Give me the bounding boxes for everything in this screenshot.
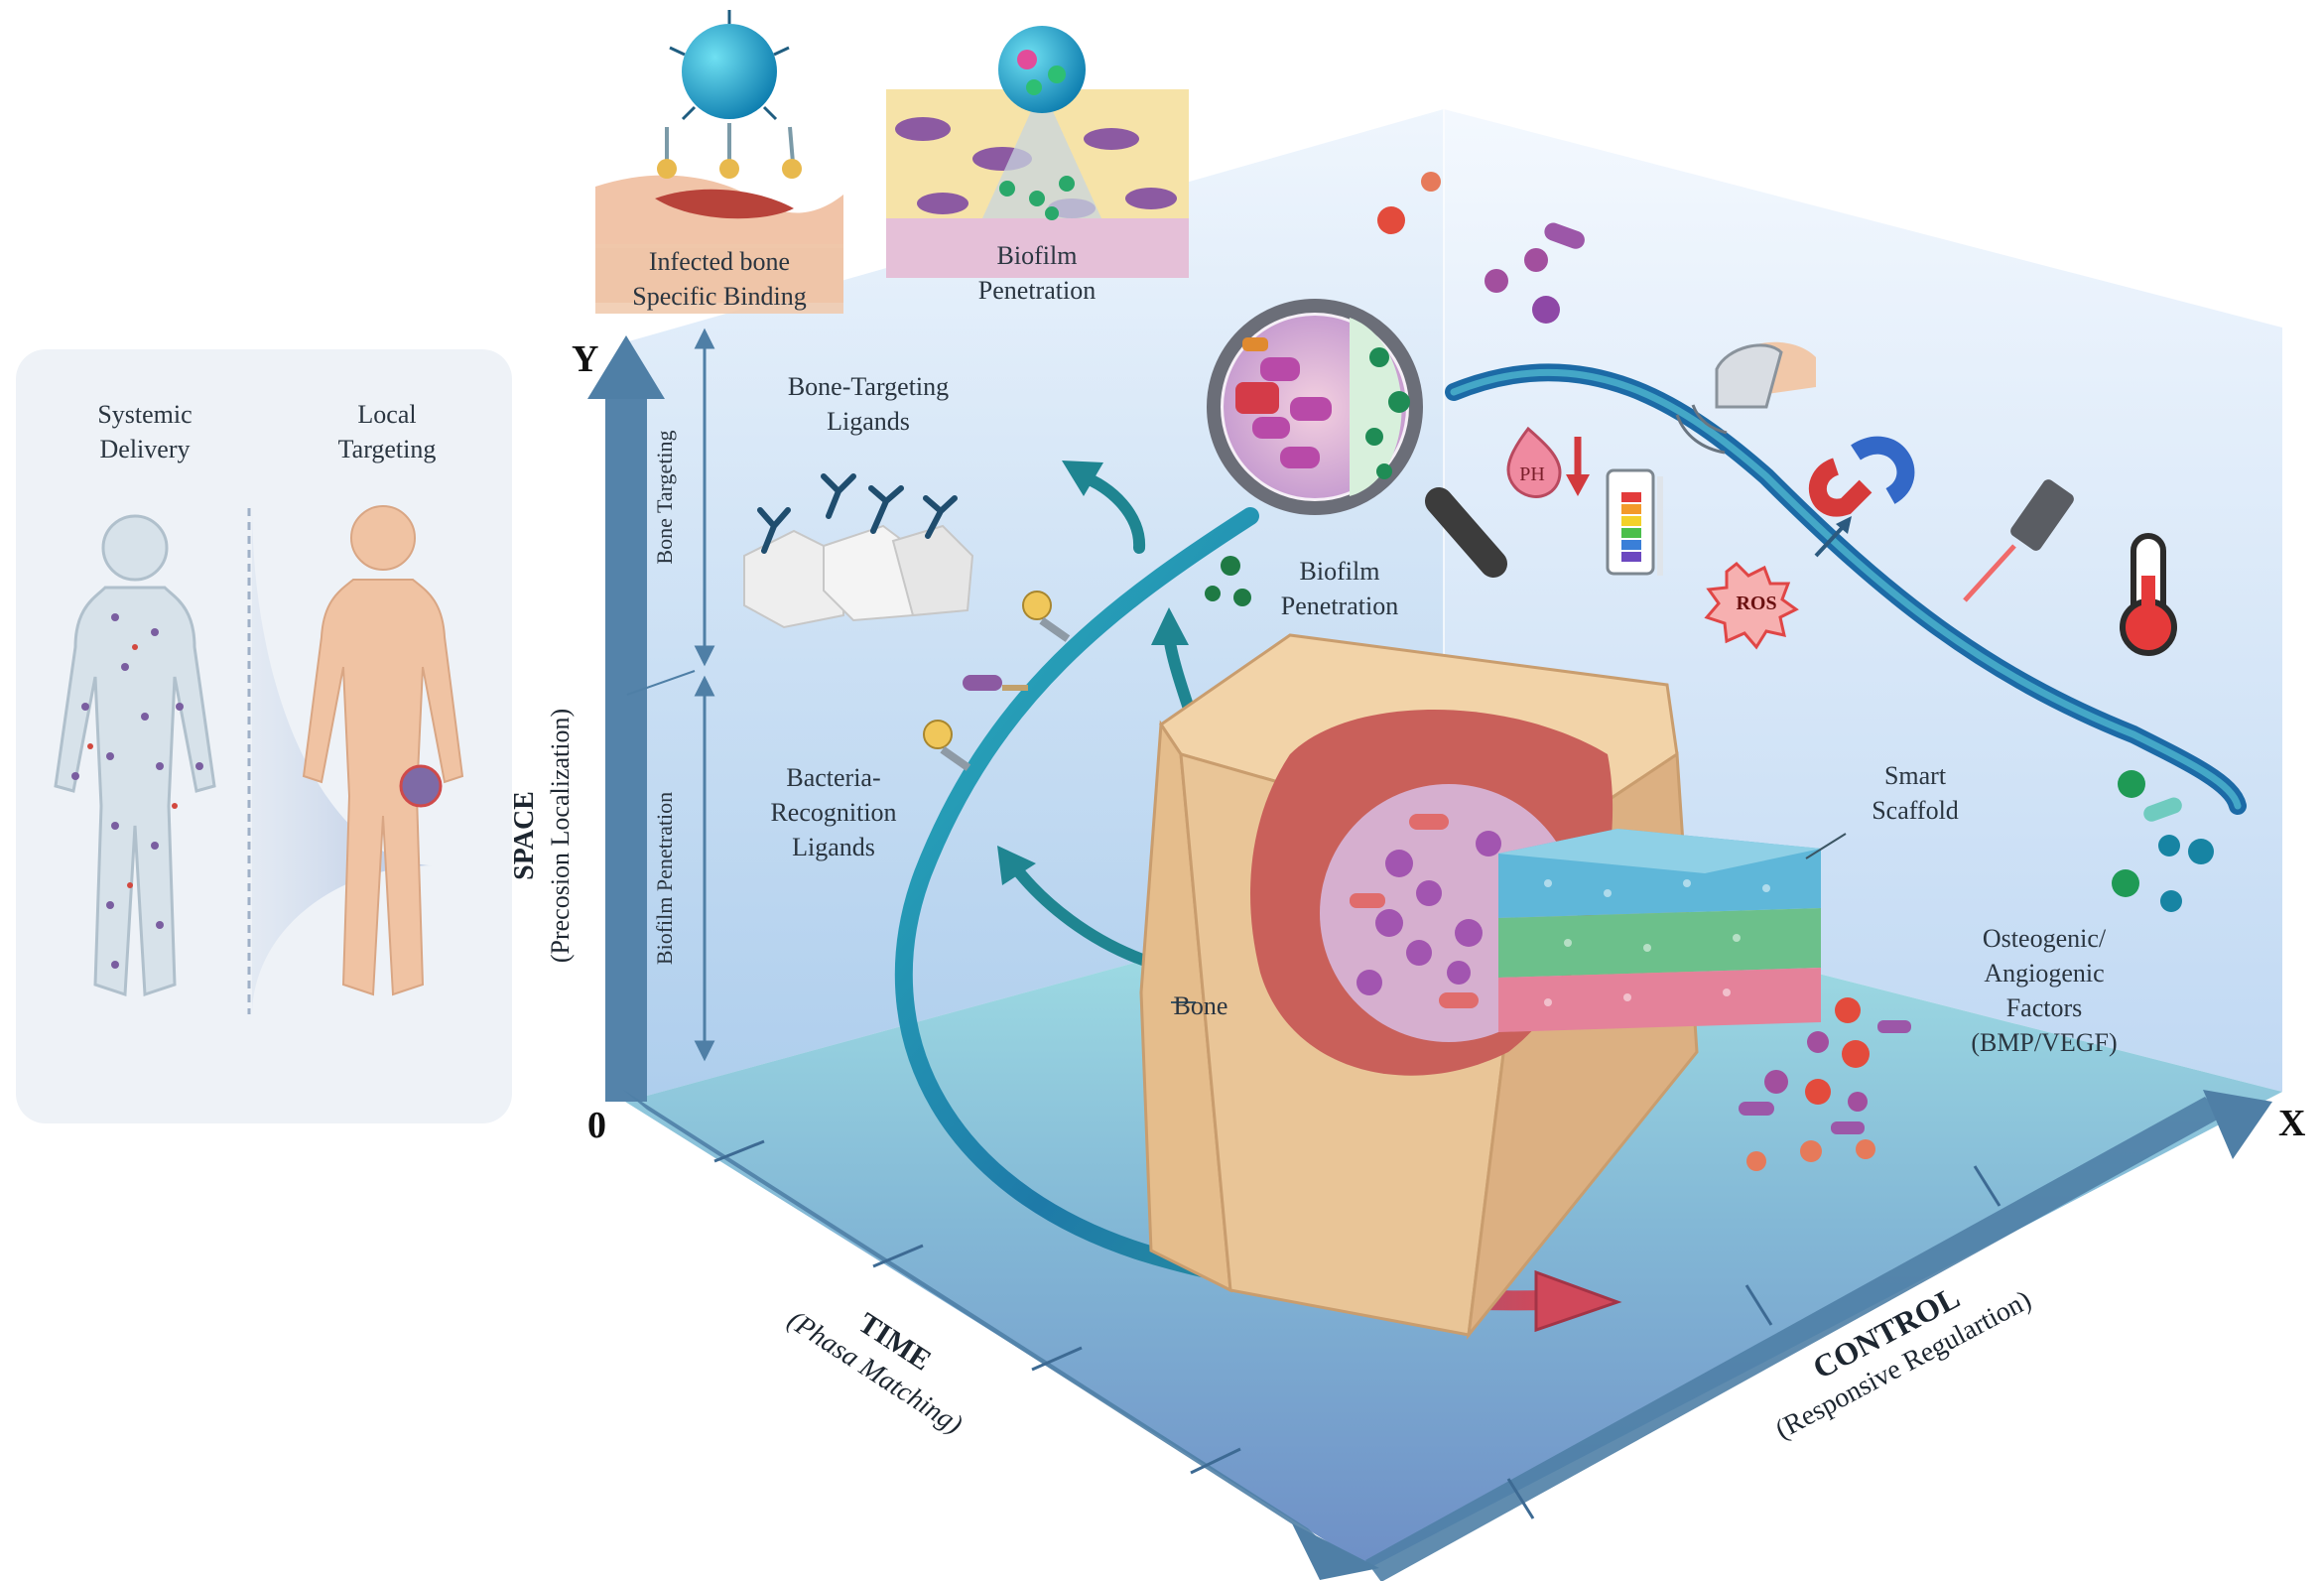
bacteria-recognition-ligands-label: Bacteria- Recognition Ligands (770, 763, 897, 861)
laser-pen-icon (1963, 479, 2074, 602)
control-axis-ticks (1506, 1165, 2001, 1519)
binding-caption: Infected bone Specific Binding (595, 244, 843, 314)
ultrasound-probe-icon (1675, 341, 1816, 455)
smart-scaffold (1498, 829, 1847, 1032)
y-axis-bar (605, 392, 647, 1102)
penetration-caption: Biofilm Penetration (977, 241, 1097, 305)
time-axis-ticks (713, 1139, 1241, 1475)
ph-label: PH (1519, 463, 1545, 485)
origin-label: 0 (587, 1105, 606, 1146)
magnifier-icon (1207, 299, 1507, 578)
systemic-delivery-title: Systemic Delivery (97, 400, 193, 463)
biofilm-dots (1205, 556, 1251, 606)
human-silhouette-icon (54, 514, 216, 997)
bone-cube (1139, 633, 1699, 1341)
bone-targeting-axis-label: Bone Targeting (652, 430, 677, 565)
biofilm-penetration-axis-label: Biofilm Penetration (652, 791, 677, 966)
local-target-figure (302, 505, 464, 996)
local-targeting-title: Local Targeting (337, 400, 437, 463)
growth-factor-sphere-icon (2112, 770, 2214, 912)
x-axis-letter: X (2278, 1103, 2306, 1144)
thermometer-icon (2120, 533, 2177, 656)
bone-label: Bone (1173, 991, 1228, 1020)
magnet-icon (1809, 436, 1915, 558)
osteogenic-factors-label: Osteogenic/ Angiogenic Factors (BMP/VEGF… (1971, 924, 2118, 1057)
bone-targeting-ligands-label: Bone-Targeting Ligands (787, 372, 950, 436)
time-axis-bar (623, 1090, 1330, 1548)
ligand-key-icon (923, 591, 1071, 771)
nanoparticle-icon (682, 24, 777, 119)
time-axis-arrow (1292, 1523, 1379, 1580)
release-arrowheads (997, 461, 1189, 885)
ph-strip-icon (1606, 468, 1663, 576)
floor-bacteria-cluster (1739, 997, 1911, 1171)
ros-burst-icon (1704, 561, 1799, 650)
y-axis-letter: Y (572, 338, 599, 380)
bacteria-icon (1377, 172, 1585, 324)
control-axis-bar (1365, 1097, 2223, 1581)
ph-drop-icon (1506, 426, 1590, 498)
y-axis-arrow (587, 335, 665, 399)
ligand-y-icons (757, 473, 958, 554)
time-curve-arrowhead (1534, 1269, 1622, 1333)
ros-label: ROS (1736, 593, 1777, 614)
penetration-inset (886, 26, 1189, 278)
smart-scaffold-label: Smart Scaffold (1872, 761, 1959, 825)
infection-site-icon (399, 764, 443, 808)
crystal-bone-icon (743, 524, 974, 629)
space-bracket-arrows (626, 328, 715, 1062)
systemic-dots (71, 613, 203, 969)
space-axis-label: SPACE (Precosion Localization) (509, 708, 575, 964)
x-axis-arrow (2203, 1090, 2272, 1159)
biofilm-penetration-label: Biofilm Penetration (1280, 557, 1399, 620)
human-figures (54, 505, 464, 1014)
